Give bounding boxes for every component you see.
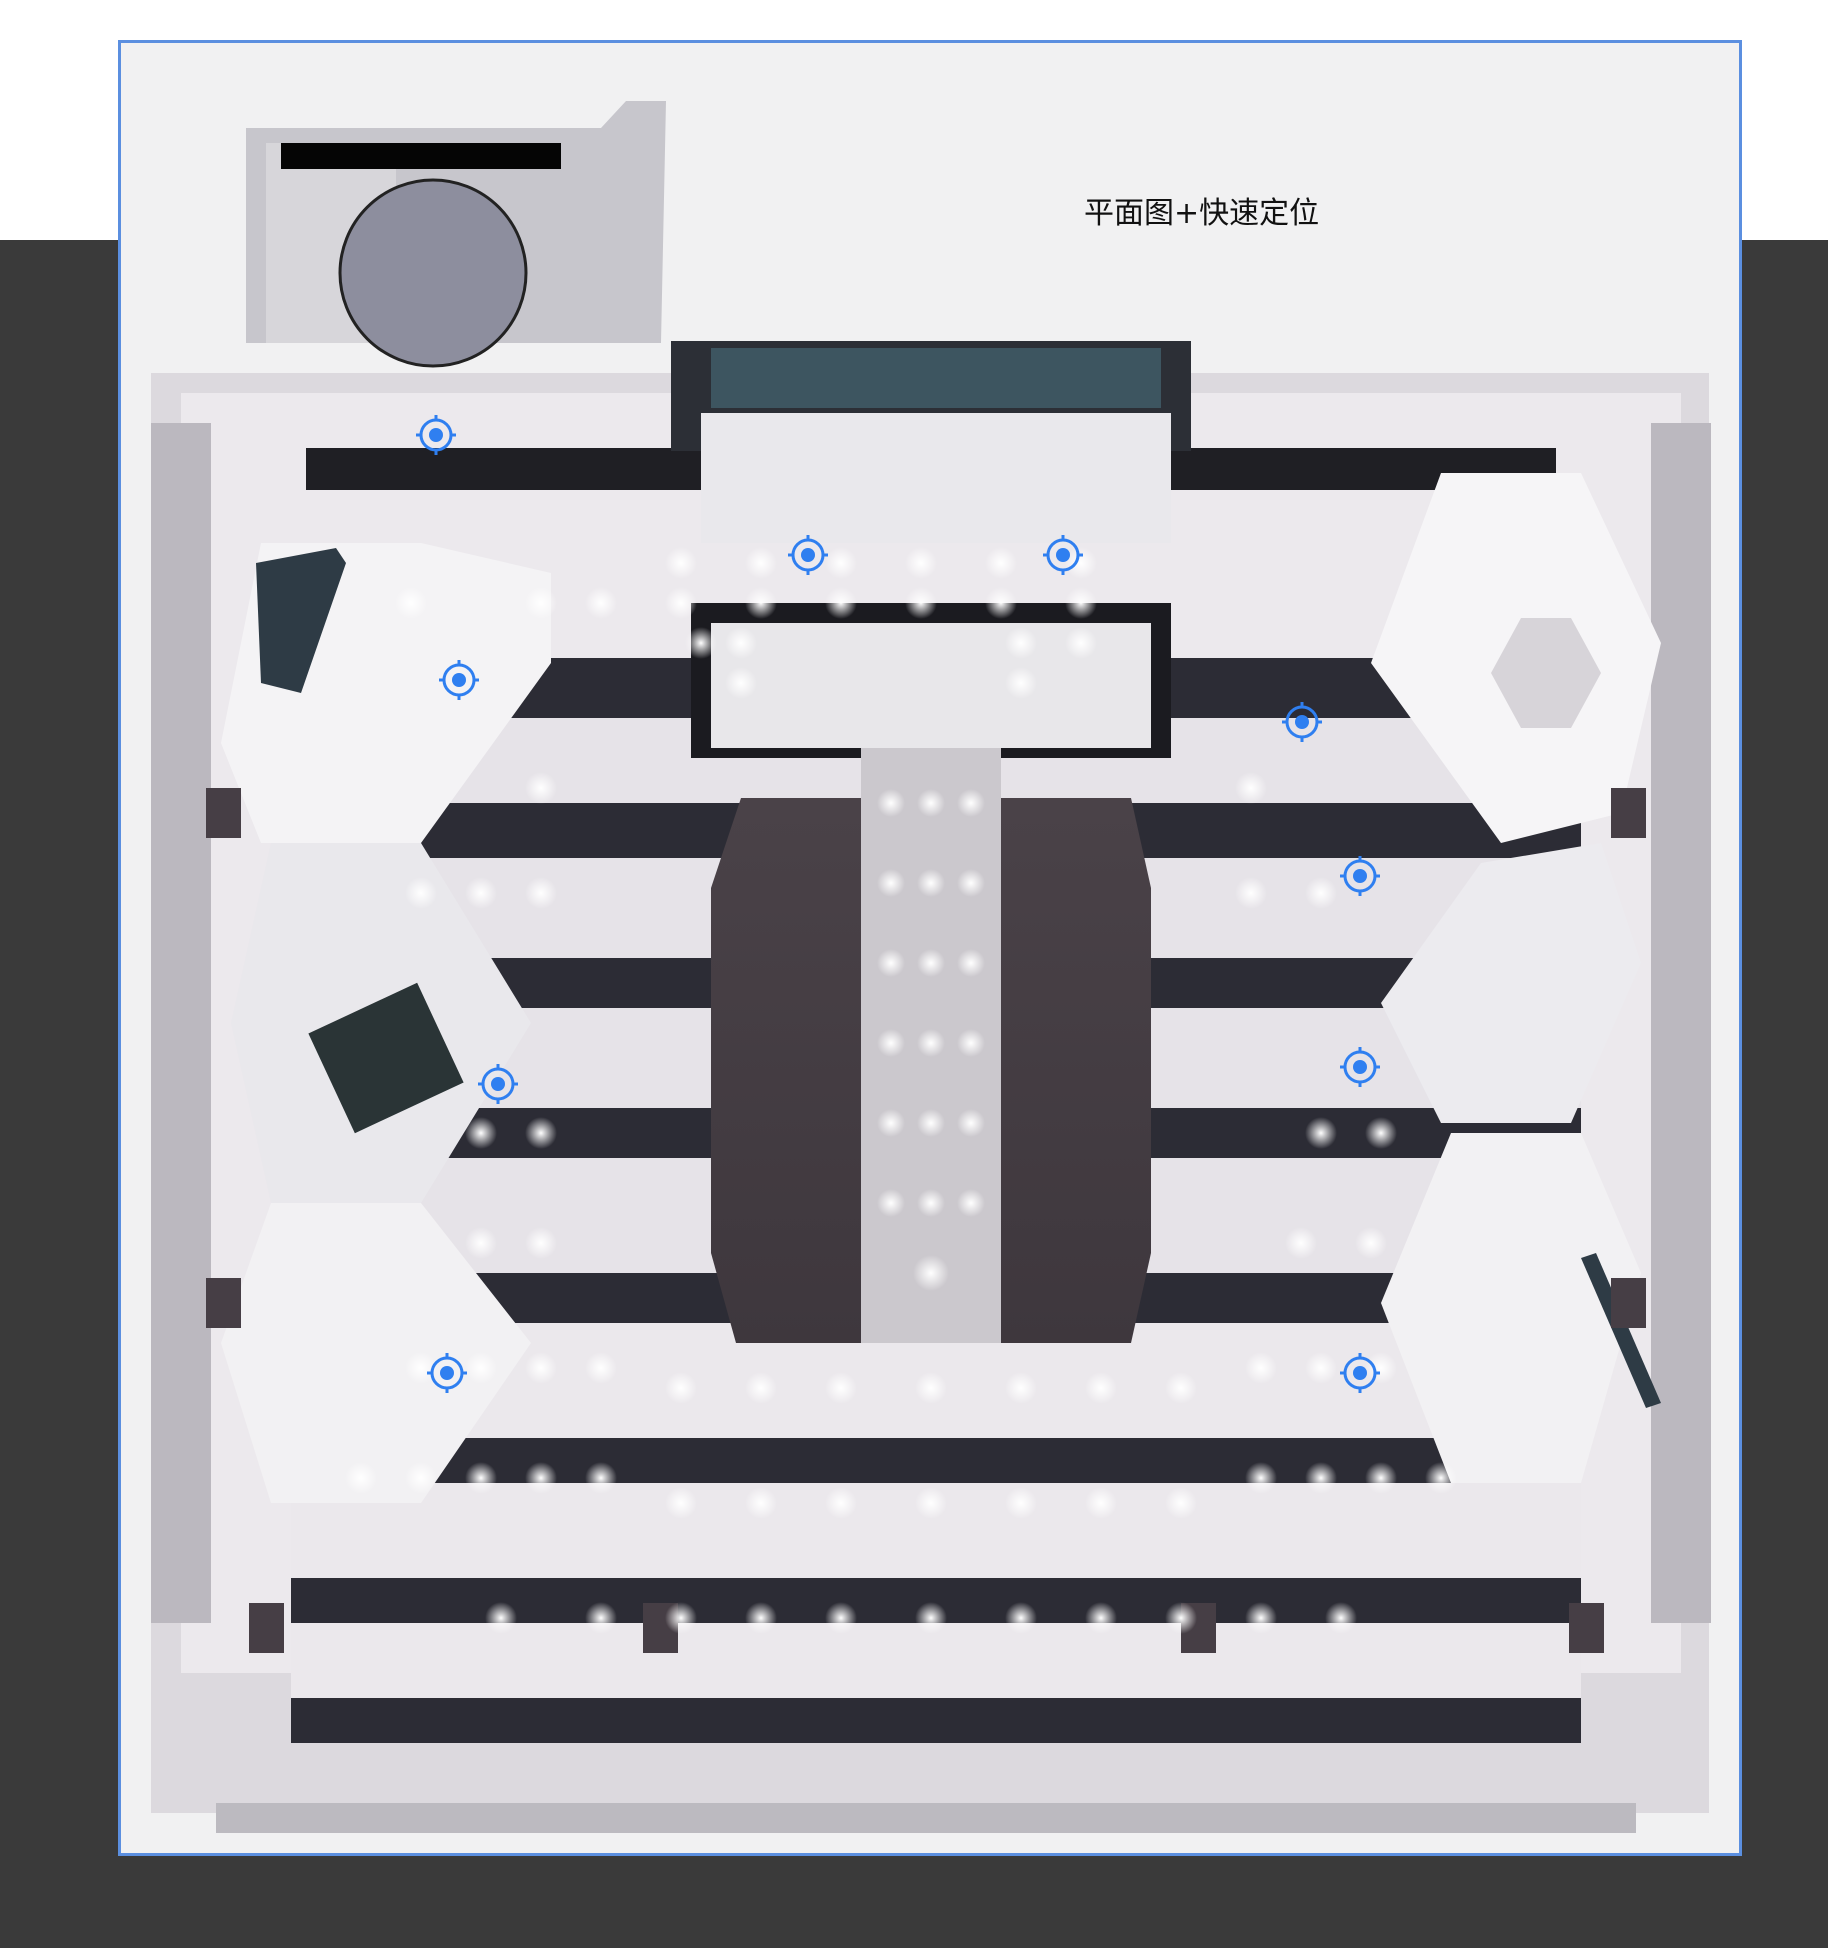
location-marker-icon[interactable] [425, 1351, 469, 1395]
location-marker-icon[interactable] [1280, 700, 1324, 744]
floor-plan-panel: 平面图+快速定位 [118, 40, 1742, 1856]
location-marker-icon[interactable] [1338, 854, 1382, 898]
location-marker-icon[interactable] [437, 658, 481, 702]
panel-title: 平面图+快速定位 [1084, 196, 1320, 231]
floor-plan-image[interactable] [121, 43, 1739, 1853]
location-marker-icon[interactable] [1041, 533, 1085, 577]
location-marker-icon[interactable] [414, 413, 458, 457]
location-marker-icon[interactable] [1338, 1351, 1382, 1395]
location-marker-icon[interactable] [786, 533, 830, 577]
location-marker-icon[interactable] [476, 1062, 520, 1106]
location-marker-icon[interactable] [1338, 1045, 1382, 1089]
